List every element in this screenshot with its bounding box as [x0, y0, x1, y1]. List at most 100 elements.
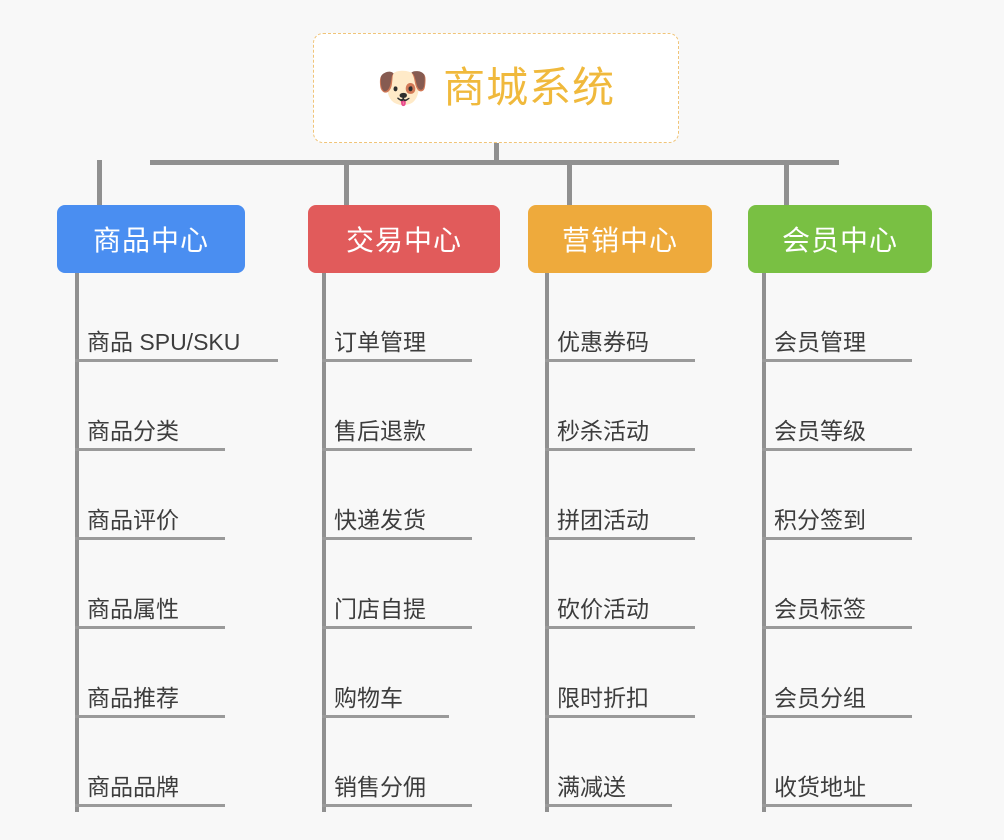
leaf-item-label: 优惠券码: [557, 329, 649, 355]
leaf-item[interactable]: 会员管理: [762, 273, 912, 362]
leaf-item-label: 商品属性: [87, 596, 179, 622]
root-title: 商城系统: [443, 64, 616, 111]
leaf-item-underline: [762, 359, 912, 362]
leaf-item[interactable]: 积分签到: [762, 451, 912, 540]
leaf-item-underline: [322, 537, 472, 540]
leaf-item[interactable]: 商品 SPU/SKU: [75, 273, 278, 362]
leaf-item-underline: [322, 626, 472, 629]
leaf-item-label: 门店自提: [334, 596, 426, 622]
leaf-item-underline: [322, 804, 472, 807]
branch-header-label: 商品中心: [92, 225, 209, 256]
leaf-item-underline: [545, 715, 695, 718]
leaf-item-label: 商品 SPU/SKU: [87, 329, 241, 355]
leaf-item[interactable]: 优惠券码: [545, 273, 695, 362]
leaf-item[interactable]: 会员标签: [762, 540, 912, 629]
leaf-item-label: 秒杀活动: [557, 418, 649, 444]
leaf-item[interactable]: 砍价活动: [545, 540, 695, 629]
leaf-item-underline: [762, 626, 912, 629]
branch-spine: [762, 273, 766, 812]
leaf-item-label: 积分签到: [774, 507, 866, 533]
branch-header[interactable]: 交易中心: [308, 205, 500, 273]
leaf-item[interactable]: 秒杀活动: [545, 362, 695, 451]
connector-drop-1: [344, 160, 349, 205]
leaf-item-underline: [545, 804, 672, 807]
leaf-item-underline: [545, 626, 695, 629]
leaf-item-underline: [322, 359, 472, 362]
branch-column: 交易中心订单管理售后退款快递发货门店自提购物车销售分佣: [308, 205, 500, 812]
leaf-item-label: 收货地址: [774, 774, 866, 800]
leaf-item-label: 商品分类: [87, 418, 179, 444]
leaf-list: 优惠券码秒杀活动拼团活动砍价活动限时折扣满减送: [545, 273, 695, 807]
branch-spine: [322, 273, 326, 812]
leaf-item-label: 商品评价: [87, 507, 179, 533]
leaf-item[interactable]: 商品属性: [75, 540, 250, 629]
leaf-list: 会员管理会员等级积分签到会员标签会员分组收货地址: [762, 273, 912, 807]
leaf-item-underline: [762, 804, 912, 807]
leaf-item[interactable]: 商品评价: [75, 451, 250, 540]
leaf-item-label: 商品品牌: [87, 774, 179, 800]
branch-column: 会员中心会员管理会员等级积分签到会员标签会员分组收货地址: [748, 205, 932, 812]
leaf-item[interactable]: 购物车: [322, 629, 449, 718]
leaf-item-underline: [75, 448, 225, 451]
leaf-list: 商品 SPU/SKU 商品分类商品评价商品属性商品推荐商品品牌: [75, 273, 278, 807]
leaf-item-label: 快递发货: [334, 507, 426, 533]
leaf-item-underline: [762, 715, 912, 718]
connector-drop-3: [784, 160, 789, 205]
leaf-item-label: 会员标签: [774, 596, 866, 622]
branch-header[interactable]: 营销中心: [528, 205, 712, 273]
leaf-item-underline: [545, 359, 695, 362]
connector-horizontal-bar: [150, 160, 839, 165]
leaf-item-label: 销售分佣: [334, 774, 426, 800]
leaf-item-label: 会员管理: [774, 329, 866, 355]
leaf-item-underline: [762, 448, 912, 451]
leaf-item-underline: [762, 537, 912, 540]
leaf-item-label: 售后退款: [334, 418, 426, 444]
leaf-item[interactable]: 售后退款: [322, 362, 472, 451]
leaf-item-label: 商品推荐: [87, 685, 179, 711]
leaf-item[interactable]: 收货地址: [762, 718, 912, 807]
leaf-item-underline: [75, 715, 225, 718]
leaf-item-underline: [322, 715, 449, 718]
leaf-item-label: 限时折扣: [557, 685, 649, 711]
branch-header-label: 会员中心: [781, 225, 898, 256]
root-node[interactable]: 🐶 商城系统: [313, 33, 679, 143]
connector-drop-0: [97, 160, 102, 205]
connector-drop-2: [567, 160, 572, 205]
leaf-item[interactable]: 销售分佣: [322, 718, 472, 807]
leaf-list: 订单管理售后退款快递发货门店自提购物车销售分佣: [322, 273, 472, 807]
leaf-item-underline: [545, 448, 695, 451]
leaf-item-label: 拼团活动: [557, 507, 649, 533]
branch-column: 营销中心优惠券码秒杀活动拼团活动砍价活动限时折扣满减送: [528, 205, 712, 812]
leaf-item[interactable]: 限时折扣: [545, 629, 695, 718]
leaf-item-underline: [75, 359, 278, 362]
leaf-item-underline: [75, 626, 225, 629]
branch-header-label: 营销中心: [561, 225, 678, 256]
branch-column: 商品中心商品 SPU/SKU 商品分类商品评价商品属性商品推荐商品品牌: [57, 205, 278, 812]
leaf-item-underline: [545, 537, 695, 540]
branch-header[interactable]: 会员中心: [748, 205, 932, 273]
leaf-item-label: 会员分组: [774, 685, 866, 711]
leaf-item[interactable]: 订单管理: [322, 273, 472, 362]
leaf-item[interactable]: 拼团活动: [545, 451, 695, 540]
leaf-item-label: 订单管理: [334, 329, 426, 355]
leaf-item[interactable]: 门店自提: [322, 540, 472, 629]
leaf-item[interactable]: 商品品牌: [75, 718, 250, 807]
leaf-item[interactable]: 商品分类: [75, 362, 250, 451]
branch-spine: [545, 273, 549, 812]
leaf-item-underline: [75, 537, 225, 540]
leaf-item-underline: [322, 448, 472, 451]
leaf-item-underline: [75, 804, 225, 807]
leaf-item[interactable]: 会员等级: [762, 362, 912, 451]
leaf-item-label: 满减送: [557, 774, 626, 800]
leaf-item[interactable]: 商品推荐: [75, 629, 250, 718]
leaf-item[interactable]: 满减送: [545, 718, 672, 807]
branch-header-label: 交易中心: [345, 225, 462, 256]
leaf-item[interactable]: 会员分组: [762, 629, 912, 718]
leaf-item-label: 砍价活动: [557, 596, 649, 622]
leaf-item-label: 会员等级: [774, 418, 866, 444]
branch-spine: [75, 273, 79, 812]
branch-header[interactable]: 商品中心: [57, 205, 245, 273]
leaf-item[interactable]: 快递发货: [322, 451, 472, 540]
leaf-item-label: 购物车: [334, 685, 403, 711]
